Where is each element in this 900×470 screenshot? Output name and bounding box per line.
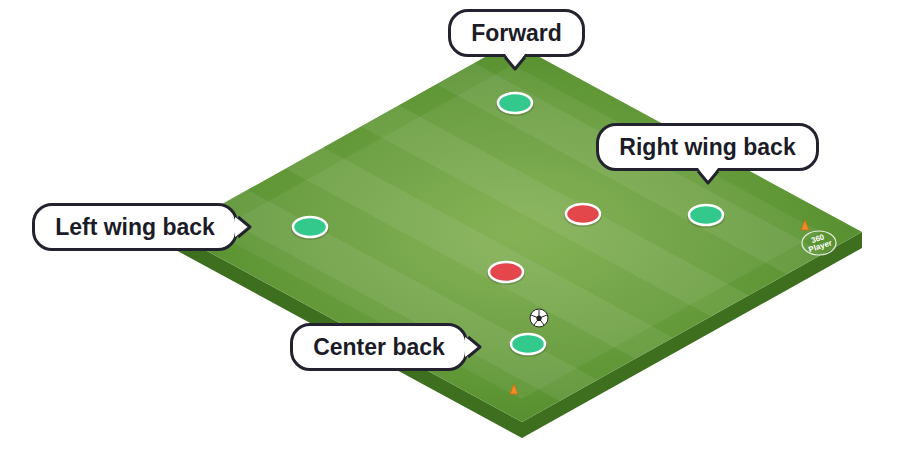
pitch-surface bbox=[172, 42, 862, 422]
cone bbox=[801, 220, 809, 230]
player-marker bbox=[689, 205, 723, 225]
player-shadow bbox=[291, 218, 329, 240]
logo-badge bbox=[802, 231, 836, 255]
player-marker bbox=[489, 262, 523, 282]
callout-box: Center back bbox=[290, 323, 468, 371]
player-marker bbox=[566, 204, 600, 224]
cone bbox=[510, 384, 518, 394]
player-shadow bbox=[509, 335, 547, 357]
callout-box: Forward bbox=[448, 9, 585, 57]
pitch-inner bbox=[213, 65, 820, 399]
callout-box: Left wing back bbox=[32, 203, 238, 251]
player-shadow bbox=[487, 263, 525, 285]
callout-pointer bbox=[465, 335, 483, 359]
player-marker bbox=[511, 334, 545, 354]
callout-pointer bbox=[696, 168, 720, 186]
callout-label: Left wing back bbox=[55, 214, 215, 240]
callout-label: Forward bbox=[471, 20, 562, 46]
callout-pointer bbox=[503, 54, 527, 72]
callout-label: Right wing back bbox=[619, 134, 795, 160]
player-shadow bbox=[564, 205, 602, 227]
ball bbox=[530, 309, 548, 327]
callout-box: Right wing back bbox=[596, 123, 819, 171]
player-marker bbox=[293, 217, 327, 237]
player-marker bbox=[498, 93, 532, 113]
callout-label: Center back bbox=[313, 334, 445, 360]
callout-pointer bbox=[235, 215, 253, 239]
player-shadow bbox=[496, 94, 534, 116]
player-shadow bbox=[687, 206, 725, 228]
